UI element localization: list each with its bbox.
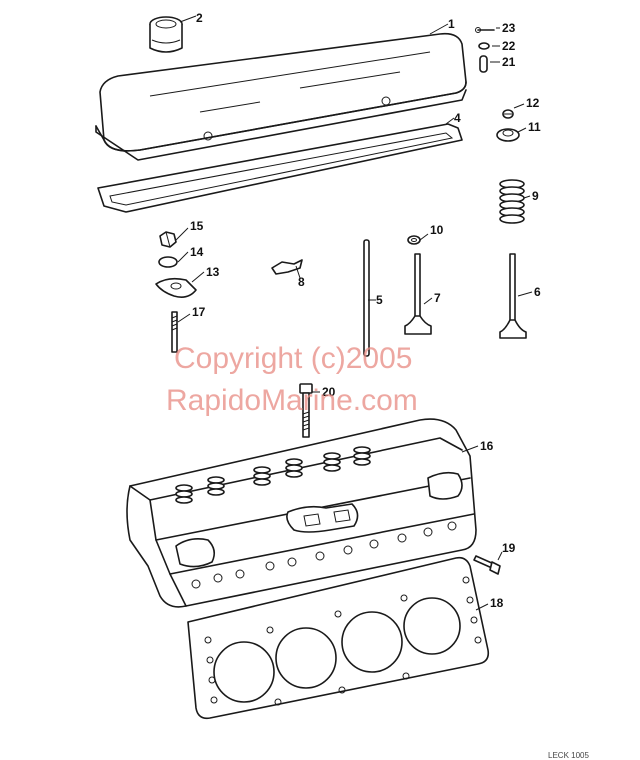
callout-20: 20: [322, 385, 336, 399]
callout-10: 10: [430, 223, 444, 237]
leader-lines: [175, 15, 533, 611]
callout-2: 2: [196, 11, 203, 25]
callout-14: 14: [190, 245, 204, 259]
watermark-line-2: RapidoMarine.com: [166, 384, 418, 417]
callout-16: 16: [480, 439, 494, 453]
intake-valve: [404, 253, 432, 335]
head-bolt: [299, 383, 313, 438]
copyright-watermark: Copyright (c)2005 RapidoMarine.com: [166, 342, 418, 417]
head-bolt-short: [473, 555, 501, 575]
head-gasket: [187, 556, 490, 720]
head-bolt-holes: [191, 521, 457, 589]
callout-21: 21: [502, 55, 516, 69]
exhaust-valve: [499, 253, 527, 339]
valve-spring: [499, 179, 525, 224]
callout-18: 18: [490, 596, 504, 610]
callout-5: 5: [376, 293, 383, 307]
callout-12: 12: [526, 96, 540, 110]
callout-13: 13: [206, 265, 220, 279]
rocker-arm-assembly: [155, 231, 197, 353]
valve-cover-gasket: [97, 123, 463, 213]
drawing-code: LECK 1005: [548, 751, 589, 760]
callout-1: 1: [448, 17, 455, 31]
valve-stem-seal: [407, 235, 421, 245]
oil-filler-cap: [149, 16, 183, 53]
callout-19: 19: [502, 541, 516, 555]
valve-cover: [95, 32, 467, 161]
installed-springs: [175, 446, 371, 504]
watermark-line-1: Copyright (c)2005: [174, 342, 412, 375]
cylinder-head: [126, 418, 477, 608]
push-rod: [363, 239, 370, 357]
small-hardware-23-22-21: [475, 27, 495, 73]
push-rod-guide: [271, 259, 303, 275]
callout-17: 17: [192, 305, 206, 319]
callout-23: 23: [502, 21, 516, 35]
valve-keepers-and-retainer: [496, 109, 520, 142]
callout-8: 8: [298, 275, 305, 289]
callout-6: 6: [534, 285, 541, 299]
callout-11: 11: [528, 120, 541, 134]
callout-22: 22: [502, 39, 516, 53]
callout-labels: 1 2 4 5 6 7 8 9 10 11 12 13 14 15 16 17 …: [190, 11, 541, 610]
callout-15: 15: [190, 219, 204, 233]
callout-7: 7: [434, 291, 441, 305]
callout-9: 9: [532, 189, 539, 203]
gasket-holes: [204, 576, 482, 706]
callout-4: 4: [454, 111, 461, 125]
